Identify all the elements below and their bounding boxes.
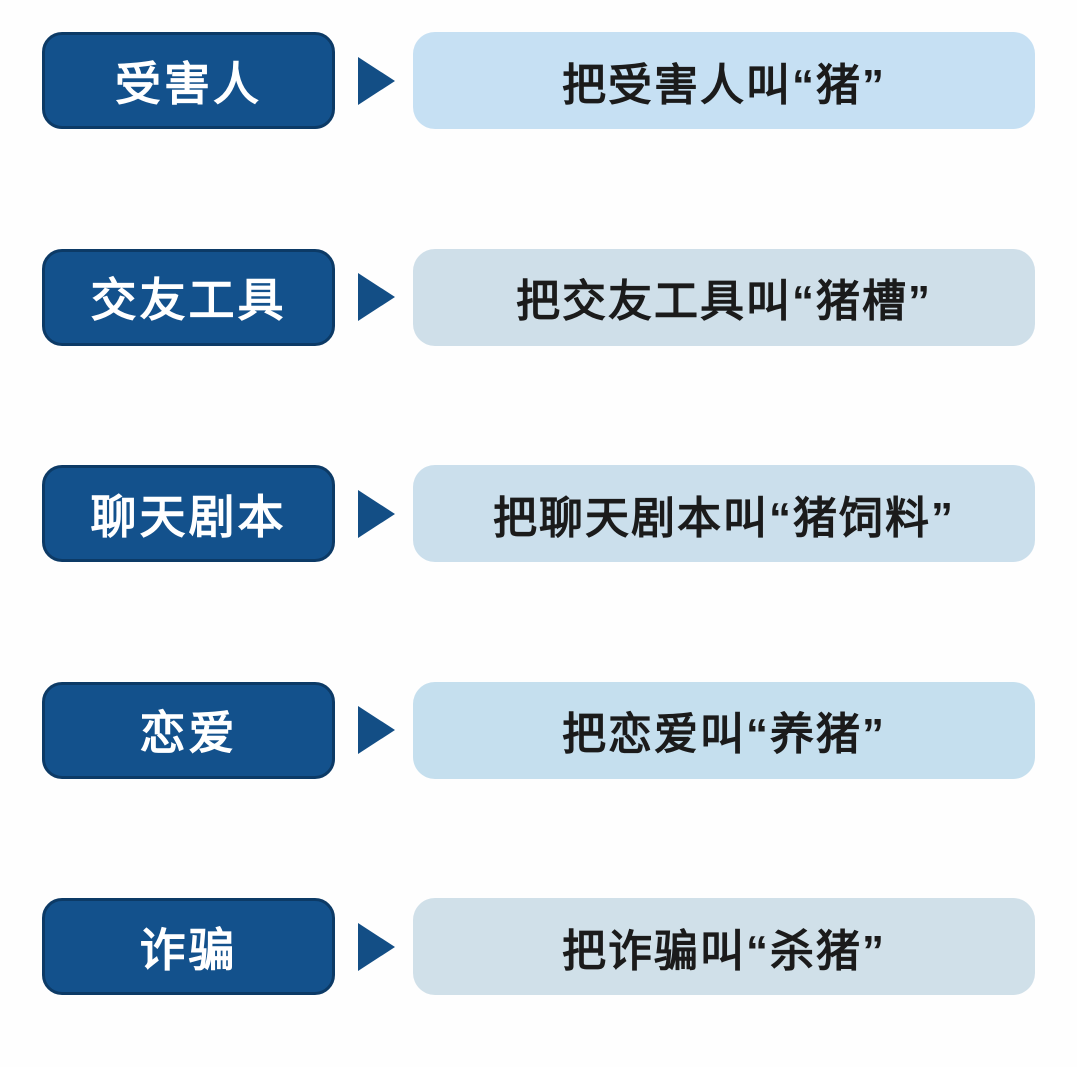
term-box-fraud: 诈骗 [42, 898, 335, 995]
row-fraud: 诈骗 把诈骗叫“杀猪” [42, 898, 1035, 995]
mapping-label: 把恋爱叫“养猪” [562, 710, 886, 759]
term-label: 聊天剧本 [90, 490, 287, 543]
row-romance: 恋爱 把恋爱叫“养猪” [42, 681, 1035, 779]
row-victim: 受害人 把受害人叫“猪” [42, 32, 1035, 129]
arrow-right-icon [358, 273, 395, 321]
mapping-label: 把交友工具叫“猪槽” [516, 277, 932, 326]
mapping-box-fraud: 把诈骗叫“杀猪” [413, 898, 1035, 995]
mapping-box-chat-script: 把聊天剧本叫“猪饲料” [413, 465, 1035, 562]
mapping-box-dating-tool: 把交友工具叫“猪槽” [413, 248, 1035, 346]
mapping-label: 把诈骗叫“杀猪” [562, 926, 886, 976]
arrow-right-icon [358, 56, 395, 105]
term-box-victim: 受害人 [42, 32, 335, 129]
term-label: 恋爱 [139, 707, 238, 759]
mapping-box-victim: 把受害人叫“猪” [413, 32, 1035, 129]
arrow-right-icon [358, 706, 395, 754]
term-box-chat-script: 聊天剧本 [42, 465, 335, 562]
term-box-dating-tool: 交友工具 [42, 248, 335, 346]
mapping-label: 把聊天剧本叫“猪饲料” [493, 493, 955, 543]
mapping-label: 把受害人叫“猪” [562, 60, 886, 110]
arrow-right-icon [358, 489, 395, 538]
row-dating-tool: 交友工具 把交友工具叫“猪槽” [42, 248, 1035, 346]
term-label: 受害人 [115, 57, 262, 110]
row-chat-script: 聊天剧本 把聊天剧本叫“猪饲料” [42, 465, 1035, 562]
arrow-right-icon [358, 922, 395, 971]
term-label: 交友工具 [90, 274, 287, 326]
term-box-romance: 恋爱 [42, 681, 335, 779]
term-label: 诈骗 [139, 923, 238, 976]
mapping-box-romance: 把恋爱叫“养猪” [413, 681, 1035, 779]
